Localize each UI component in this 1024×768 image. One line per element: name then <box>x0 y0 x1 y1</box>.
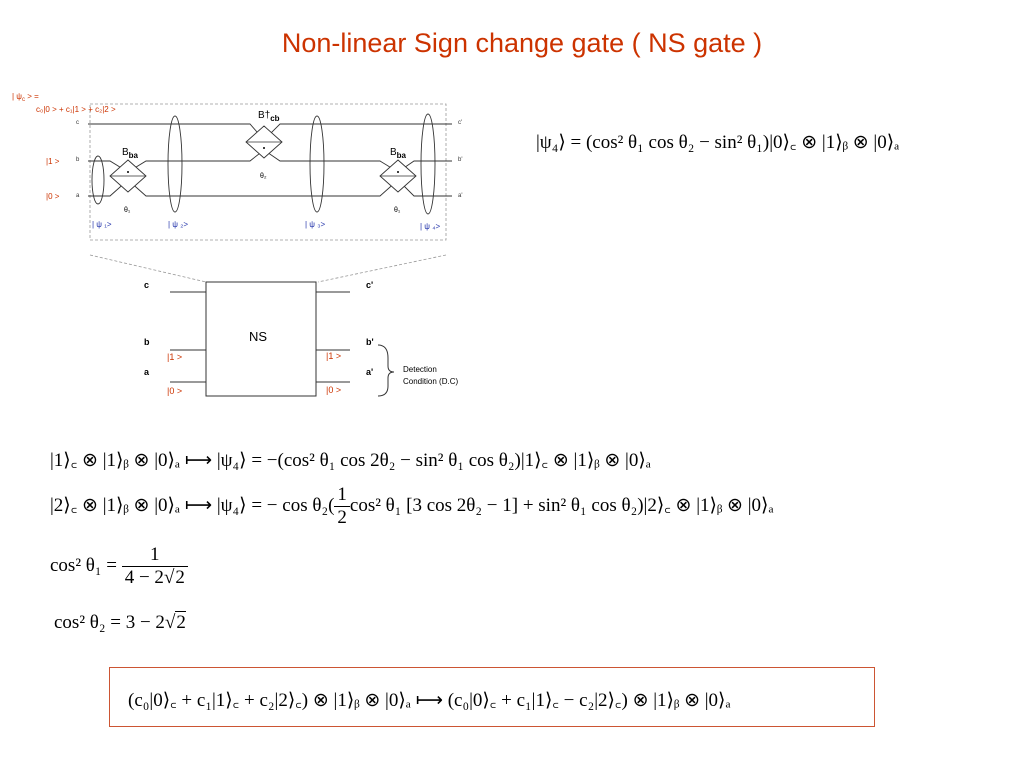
ns-mode-a: a <box>144 367 150 377</box>
out-label-b: b' <box>458 157 462 163</box>
input-state-eq: > = <box>25 92 39 101</box>
out-label-c: c' <box>458 120 462 126</box>
svg-text:B†cb: B†cb <box>258 110 280 123</box>
mode-label-a: a <box>76 193 80 199</box>
input-expansion: c₀|0 > + c₁|1 > + c₂|2 > <box>36 105 116 114</box>
bs-ba-2-label: B <box>390 147 397 158</box>
ns-out-c: c' <box>366 280 373 290</box>
ns-label: NS <box>249 329 267 344</box>
zoom-line-right <box>317 254 447 283</box>
bs-ba-2-dot <box>397 171 399 173</box>
ns-out-zero: |0 > <box>326 385 341 395</box>
ns-in-zero: |0 > <box>167 386 182 396</box>
psi1-label: | ψ ₁> <box>92 220 112 229</box>
zoom-line-left <box>89 254 207 283</box>
state-ellipse-1 <box>91 155 105 205</box>
mapping-equation-1: |1⟩꜀ ⊗ |1⟩ᵦ ⊗ |0⟩ₐ ⟼ |ψ₄⟩ = −(cos² θ₁ co… <box>50 450 651 471</box>
bs-cb-sub: cb <box>270 114 279 123</box>
detection-label-line2: Condition (D.C) <box>403 377 458 386</box>
fraction-denominator: 2 <box>337 507 347 528</box>
svg-text:| ψc > =: | ψc > = <box>12 92 39 103</box>
circuit-frame <box>89 103 447 241</box>
state-ellipse-2 <box>167 115 183 213</box>
theta1-label-1: θ₁ <box>124 207 131 214</box>
map2-prefix: |2⟩꜀ ⊗ |1⟩ᵦ ⊗ |0⟩ₐ ⟼ |ψ₄⟩ = − cos θ₂( <box>50 494 335 516</box>
ns-mode-c: c <box>144 280 149 290</box>
ket-one-input: |1 > <box>46 157 60 166</box>
cos1-lhs: cos² θ₁ = <box>50 554 117 576</box>
mode-label-b: b <box>76 157 80 163</box>
ket-zero-input: |0 > <box>46 192 60 201</box>
bs-cb-label: B† <box>258 110 270 121</box>
detection-brace <box>377 344 395 397</box>
ns-out-one: |1 > <box>326 351 341 361</box>
cos-theta2-equation: cos² θ₂ = 3 − 2√2 <box>54 611 186 633</box>
cos1-radicand: 2 <box>174 566 185 588</box>
out-label-a: a' <box>458 193 462 199</box>
ns-mode-b: b <box>144 337 150 347</box>
map2-suffix: cos² θ₁ [3 cos 2θ₂ − 1] + sin² θ₁ cos θ₂… <box>349 494 774 516</box>
mode-label-c: c <box>76 120 79 126</box>
bs-ba-1-label: B <box>122 147 129 158</box>
cos2-radicand: 2 <box>175 611 186 633</box>
state-ellipse-4 <box>420 113 436 215</box>
detection-label-line1: Detection <box>403 365 437 374</box>
psi4-equation: |ψ₄⟩ = (cos² θ₁ cos θ₂ − sin² θ₁)|0⟩꜀ ⊗ … <box>536 132 900 153</box>
bs-cb-dot <box>263 147 265 149</box>
psi4-label: | ψ ₄> <box>420 222 440 231</box>
mode-line-a <box>88 179 452 197</box>
slide-title: Non-linear Sign change gate ( NS gate ) <box>281 28 763 58</box>
result-box <box>109 667 875 727</box>
cos1-numerator: 1 <box>121 544 188 567</box>
cos1-den-text: 4 − 2 <box>124 567 164 588</box>
ns-out-b: b' <box>366 337 374 347</box>
boxed-equation: (c₀|0⟩꜀ + c₁|1⟩꜀ + c₂|2⟩꜀) ⊗ |1⟩ᵦ ⊗ |0⟩ₐ… <box>128 690 731 711</box>
theta2-label: θ₂ <box>260 173 267 180</box>
ns-block <box>205 281 317 397</box>
fraction-numerator: 1 <box>334 484 350 507</box>
bs-ba-2-sub: ba <box>397 151 407 160</box>
cos1-denominator: 4 − 2√2 <box>124 566 185 588</box>
ns-out-a: a' <box>366 367 373 377</box>
svg-text:Bba: Bba <box>122 147 139 160</box>
psi3-label: | ψ ₃> <box>305 220 325 229</box>
input-state-sub: c <box>22 97 25 103</box>
circuit-diagram: | ψc > = c₀|0 > + c₁|1 > + c₂|2 > c b a … <box>12 92 462 397</box>
ns-in-one: |1 > <box>167 352 182 362</box>
svg-text:Bba: Bba <box>390 147 407 160</box>
theta1-label-2: θ₁ <box>394 207 401 214</box>
input-state-label: | ψ <box>12 92 22 101</box>
state-ellipse-3 <box>309 115 325 213</box>
cos2-text: cos² θ₂ = 3 − 2 <box>54 612 165 633</box>
bs-ba-1-sub: ba <box>129 151 139 160</box>
bs-ba-1-dot <box>127 171 129 173</box>
psi2-label: | ψ ₂> <box>168 220 188 229</box>
